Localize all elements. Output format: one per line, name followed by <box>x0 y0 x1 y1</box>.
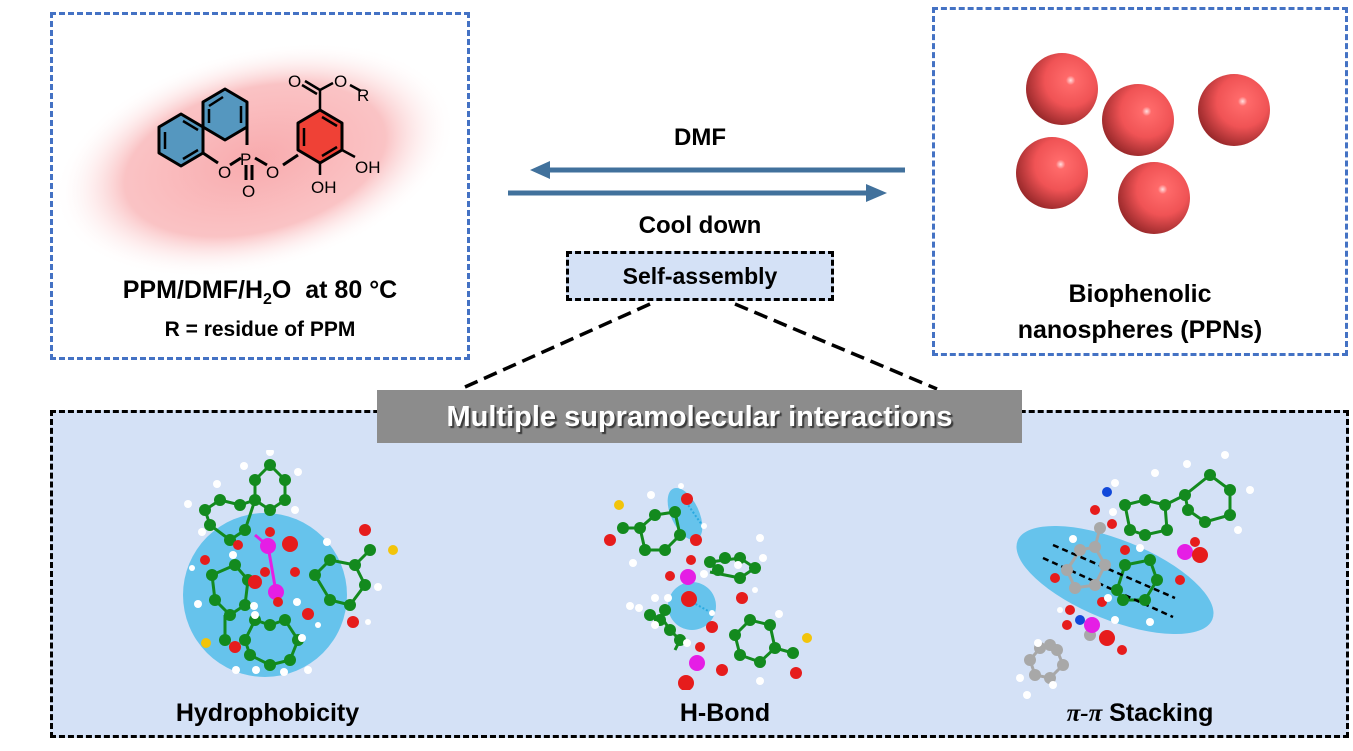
oh-bottom-label: OH <box>311 178 337 197</box>
linker-o-label: O <box>266 163 279 182</box>
cool-down-label: Cool down <box>638 212 762 239</box>
condition-subscript: 2 <box>263 291 272 308</box>
interactions-banner-text: Multiple supramolecular interactions <box>446 401 953 433</box>
oh-right-label: OH <box>355 158 381 177</box>
forward-arrow <box>508 184 887 202</box>
reaction-arrows <box>508 161 905 202</box>
condition-prefix: PPM/DMF/H <box>122 276 264 304</box>
connector-right <box>734 302 938 391</box>
interaction-label-h-bond: H-Bond <box>679 699 771 727</box>
reverse-arrow <box>530 161 905 179</box>
hydrophobicity-model <box>183 450 398 677</box>
nanosphere <box>1118 162 1190 234</box>
interaction-label-hydrophobicity: Hydrophobicity <box>175 699 360 727</box>
ring-o-label: O <box>218 163 231 182</box>
ester-carbonyl-o: O <box>288 72 301 91</box>
nanosphere-title-line2: nanospheres (PPNs) <box>1017 316 1263 344</box>
interactions-banner <box>377 390 1022 443</box>
self-assembly-box <box>566 251 834 301</box>
nanosphere <box>1198 74 1270 146</box>
stacking-text: Stacking <box>1102 699 1214 727</box>
ester-o: O <box>334 72 347 91</box>
self-assembly-label: Self-assembly <box>622 263 778 289</box>
r-group-label: R <box>357 86 369 105</box>
connector-left <box>464 302 651 389</box>
nanosphere <box>1026 53 1098 125</box>
ppm-structure-figure: O O R P O O O OH OH <box>55 42 456 275</box>
precursor-panel <box>50 12 470 360</box>
pi-stacking-model <box>1016 451 1254 699</box>
r-definition-label: R = residue of PPM <box>164 318 356 341</box>
pi-stacking-highlight <box>1016 525 1214 635</box>
p-atom-label: P <box>240 150 251 169</box>
h-bond-highlight-top <box>667 487 703 541</box>
condition-suffix: O at 80 °C <box>271 276 398 304</box>
dmf-label: DMF <box>674 124 726 151</box>
phosphoryl-o-label: O <box>242 182 255 201</box>
nanosphere-title-line1: Biophenolic <box>1068 280 1212 308</box>
h-bond-model <box>604 483 812 690</box>
nanosphere <box>1016 137 1088 209</box>
hydrophobic-highlight <box>183 513 347 677</box>
atoms <box>184 450 398 676</box>
condition-label: PPM/DMF/H2O at 80 °C <box>50 276 470 309</box>
interaction-label-pi-stacking: π-π Stacking <box>1020 699 1260 728</box>
hbond-dots <box>685 501 711 613</box>
nanospheres-figure <box>1016 53 1270 234</box>
nanosphere-panel <box>932 7 1348 356</box>
stacking-guide-line <box>1052 543 1176 600</box>
pi-pi-symbol: π-π <box>1066 700 1103 727</box>
nanosphere <box>1102 84 1174 156</box>
pink-halo <box>55 42 456 275</box>
